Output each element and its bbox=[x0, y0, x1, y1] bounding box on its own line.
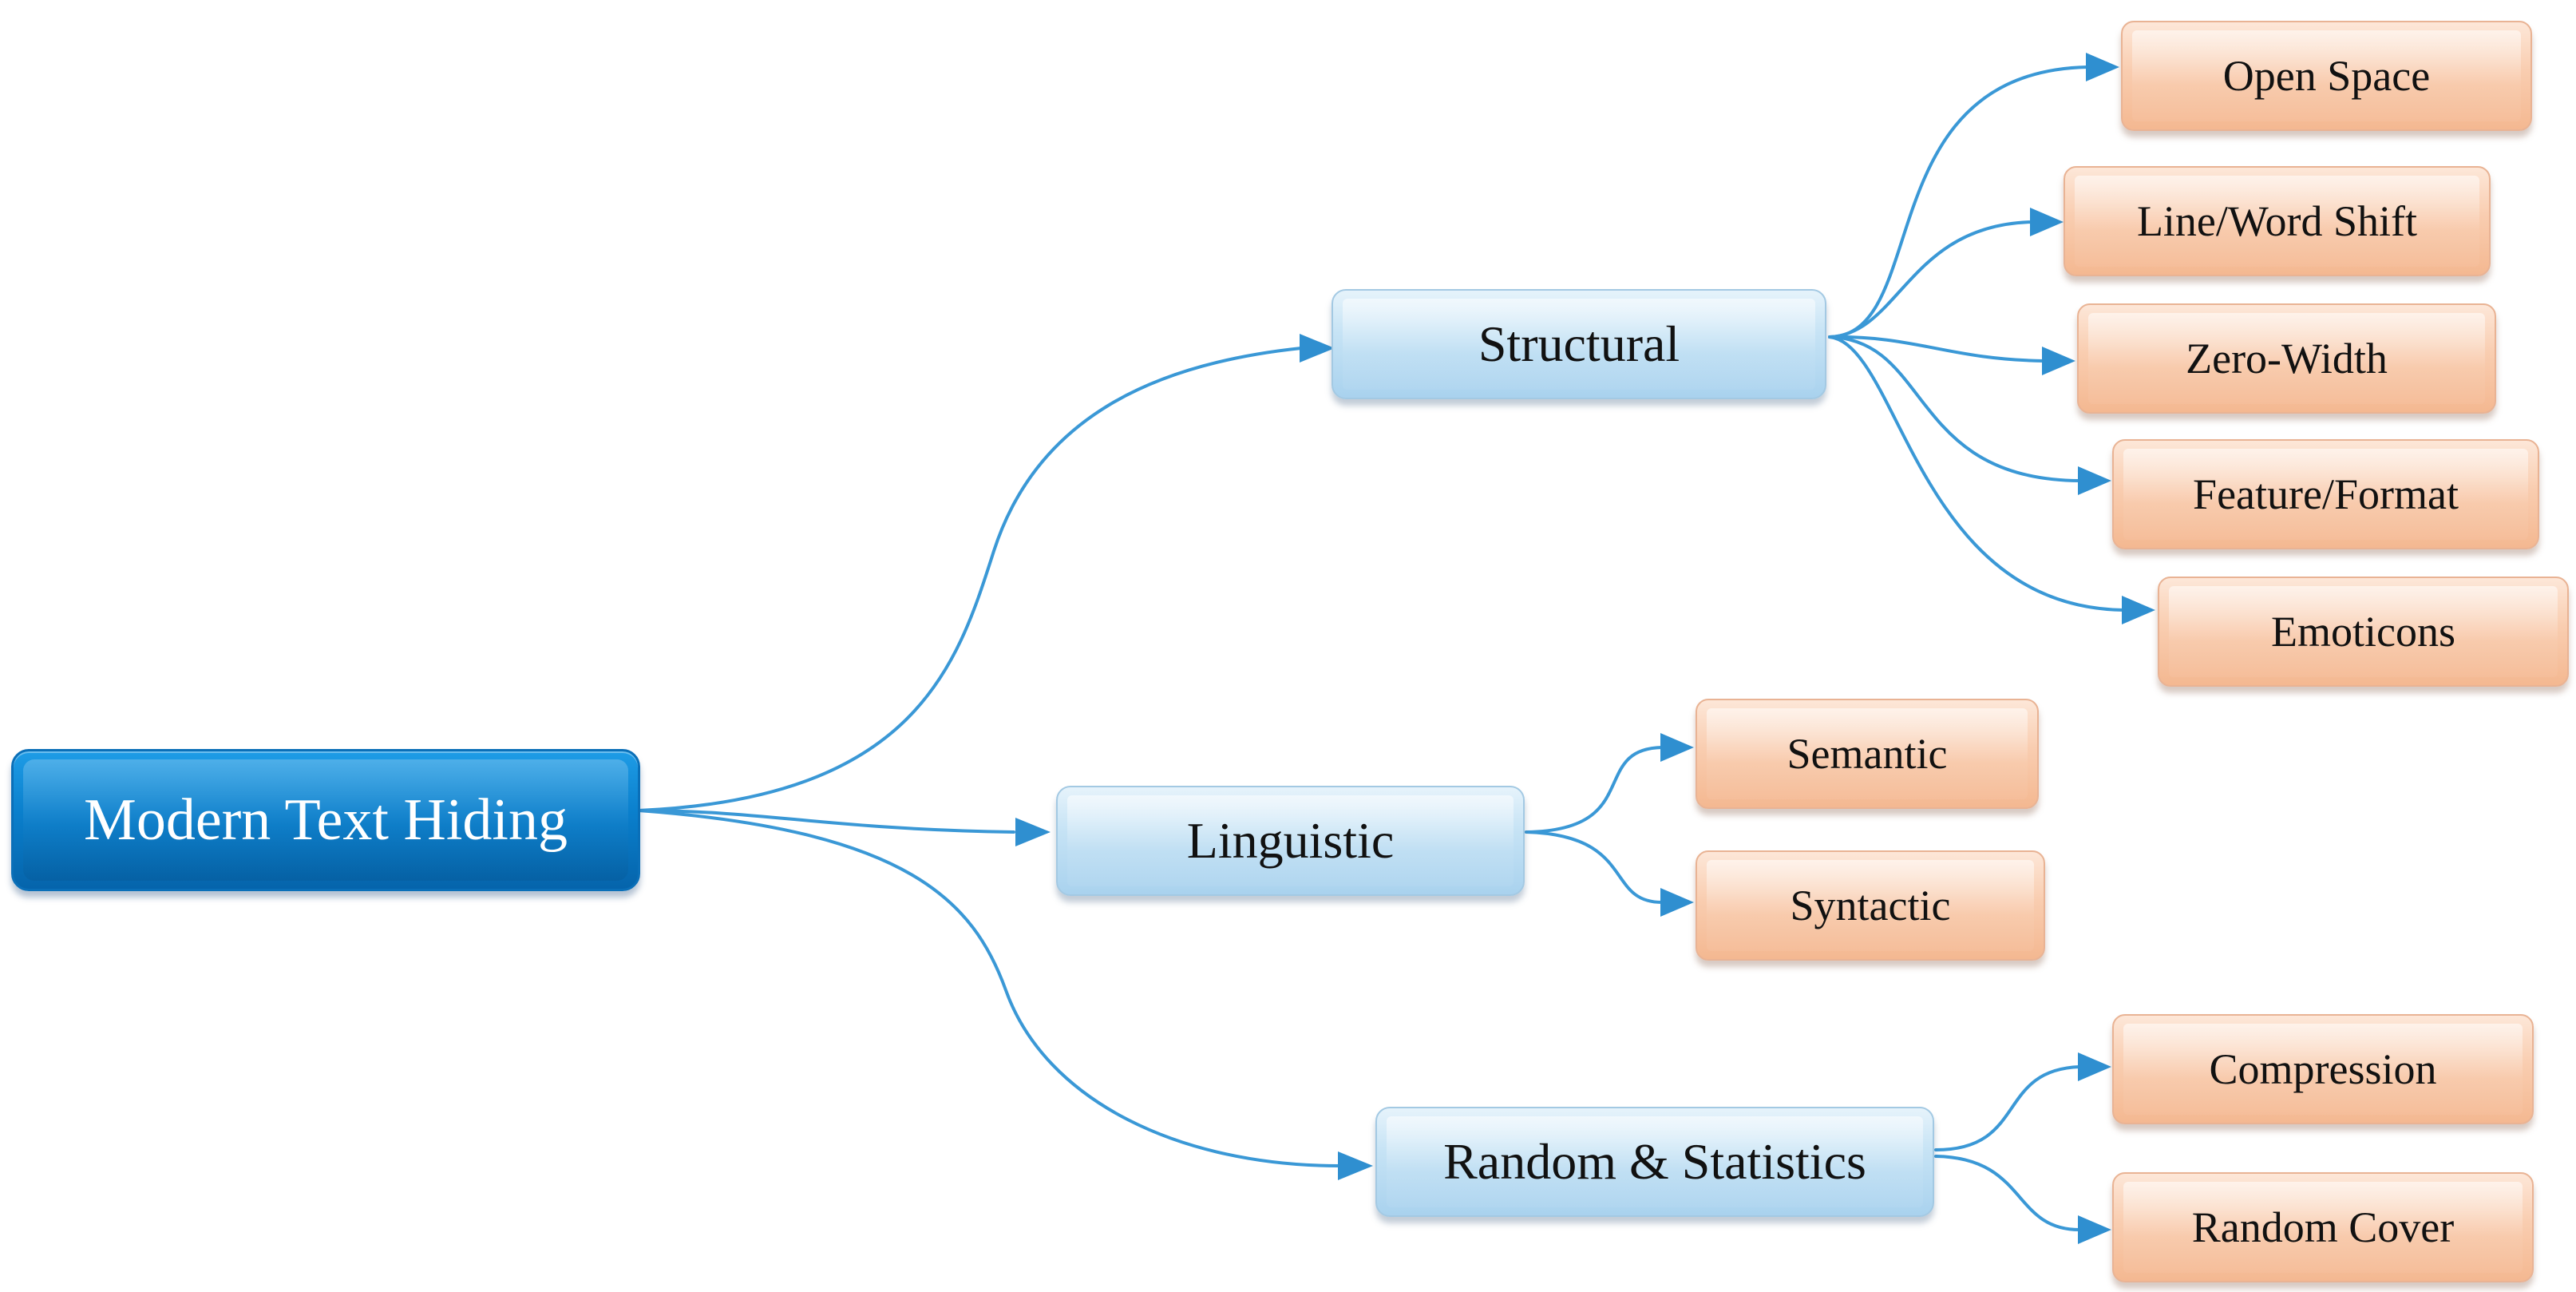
leaf-node-open-space: Open Space bbox=[2121, 21, 2532, 131]
branch-node-random-statistics: Random & Statistics bbox=[1375, 1107, 1934, 1217]
leaf-label-syntactic: Syntactic bbox=[1790, 882, 1951, 929]
arrowhead-zerowidth bbox=[2042, 347, 2075, 375]
connector-structural-linewordshift bbox=[1828, 220, 2033, 339]
connector-structural-openspace bbox=[1828, 65, 2089, 339]
connector-linguistic-syntactic bbox=[1525, 830, 1664, 904]
arrowhead-structural bbox=[1300, 334, 1335, 363]
leaf-node-zero-width: Zero-Width bbox=[2077, 303, 2496, 414]
arrowhead-random bbox=[1338, 1151, 1373, 1180]
leaf-node-semantic: Semantic bbox=[1696, 699, 2039, 809]
leaf-node-syntactic: Syntactic bbox=[1696, 850, 2045, 961]
leaf-label-line-word-shift: Line/Word Shift bbox=[2136, 197, 2418, 245]
connector-random-compression bbox=[1934, 1065, 2081, 1151]
branch-label-structural: Structural bbox=[1478, 315, 1680, 372]
connector-root-linguistic bbox=[637, 809, 1015, 834]
leaf-node-feature-format: Feature/Format bbox=[2112, 439, 2539, 549]
connector-random-randomcover bbox=[1934, 1155, 2081, 1231]
leaf-label-compression: Compression bbox=[2209, 1045, 2437, 1093]
arrowhead-compression bbox=[2078, 1052, 2111, 1081]
arrowhead-openspace bbox=[2086, 53, 2119, 81]
leaf-label-emoticons: Emoticons bbox=[2271, 608, 2455, 656]
arrowhead-randomcover bbox=[2078, 1215, 2111, 1244]
branch-label-random-statistics: Random & Statistics bbox=[1443, 1133, 1866, 1190]
leaf-label-zero-width: Zero-Width bbox=[2186, 335, 2388, 382]
branch-node-structural: Structural bbox=[1332, 289, 1826, 399]
arrowhead-semantic bbox=[1660, 733, 1694, 762]
connector-linguistic-semantic bbox=[1525, 746, 1664, 834]
root-label: Modern Text Hiding bbox=[84, 787, 568, 853]
arrowhead-featureformat bbox=[2078, 466, 2111, 495]
leaf-label-feature-format: Feature/Format bbox=[2193, 470, 2459, 518]
leaf-node-compression: Compression bbox=[2112, 1014, 2534, 1124]
leaf-node-line-word-shift: Line/Word Shift bbox=[2064, 166, 2491, 276]
leaf-node-emoticons: Emoticons bbox=[2158, 577, 2569, 687]
arrowhead-emoticons bbox=[2122, 596, 2155, 624]
connector-root-random bbox=[637, 809, 1341, 1167]
connector-root-structural bbox=[637, 347, 1303, 812]
root-node: Modern Text Hiding bbox=[11, 749, 640, 891]
branch-node-linguistic: Linguistic bbox=[1056, 786, 1525, 896]
connector-structural-zerowidth bbox=[1828, 335, 2045, 363]
arrowhead-syntactic bbox=[1660, 888, 1694, 917]
leaf-node-random-cover: Random Cover bbox=[2112, 1172, 2534, 1282]
connector-structural-emoticons bbox=[1828, 335, 2125, 612]
branch-label-linguistic: Linguistic bbox=[1186, 812, 1395, 869]
leaf-label-random-cover: Random Cover bbox=[2191, 1203, 2455, 1251]
connector-structural-featureformat bbox=[1828, 335, 2081, 482]
leaf-label-semantic: Semantic bbox=[1787, 730, 1948, 778]
arrowhead-linguistic bbox=[1015, 818, 1051, 846]
arrowhead-linewordshift bbox=[2030, 208, 2064, 236]
leaf-label-open-space: Open Space bbox=[2222, 52, 2431, 100]
